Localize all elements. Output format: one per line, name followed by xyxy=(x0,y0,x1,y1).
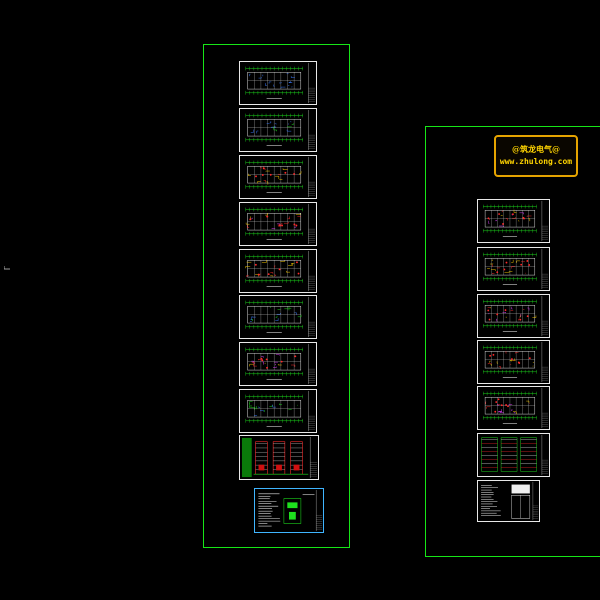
zhulong-logo: @筑龙电气@ www.zhulong.com xyxy=(494,135,578,177)
elevation-icon xyxy=(481,434,549,476)
logo-url: www.zhulong.com xyxy=(499,157,573,166)
design-notes-icon xyxy=(258,489,323,532)
sheet-elevation[interactable] xyxy=(477,433,550,477)
sheet-plan-11[interactable] xyxy=(477,294,550,338)
sheet-plan-10[interactable] xyxy=(477,247,550,291)
drawing-frame-right[interactable] xyxy=(425,126,600,557)
sheet-plan-1[interactable] xyxy=(239,61,317,105)
design-notes-icon xyxy=(481,481,539,521)
sheet-plan-7[interactable] xyxy=(239,342,317,386)
sheet-plan-12[interactable] xyxy=(477,340,550,384)
ucs-crosshair-icon xyxy=(4,266,10,270)
floor-plan-icon xyxy=(245,343,316,385)
floor-plan-icon xyxy=(483,295,549,337)
sheet-plan-5[interactable] xyxy=(239,249,317,293)
floor-plan-icon xyxy=(245,250,316,292)
floor-plan-icon xyxy=(245,109,316,151)
sheet-plan-13[interactable] xyxy=(477,386,550,430)
floor-plan-icon xyxy=(245,203,316,245)
floor-plan-icon xyxy=(245,296,316,338)
sheet-design-notes-right[interactable] xyxy=(477,480,540,522)
floor-plan-icon xyxy=(245,62,316,104)
sheet-plan-2[interactable] xyxy=(239,108,317,152)
riser-diagram-icon xyxy=(241,436,318,479)
sheet-plan-9[interactable] xyxy=(477,199,550,243)
sheet-riser-diagram[interactable] xyxy=(239,435,319,480)
floor-plan-icon xyxy=(245,156,316,198)
sheet-plan-3[interactable] xyxy=(239,155,317,199)
sheet-design-notes-left[interactable] xyxy=(254,488,324,533)
floor-plan-icon xyxy=(483,387,549,429)
sheet-plan-8[interactable] xyxy=(239,389,317,433)
logo-title: @筑龙电气@ xyxy=(512,144,560,154)
floor-plan-icon xyxy=(483,248,549,290)
sheet-plan-4[interactable] xyxy=(239,202,317,246)
floor-plan-icon xyxy=(483,341,549,383)
floor-plan-icon xyxy=(245,390,316,432)
floor-plan-icon xyxy=(483,200,549,242)
drawing-frame-left[interactable] xyxy=(203,44,350,548)
sheet-plan-6[interactable] xyxy=(239,295,317,339)
